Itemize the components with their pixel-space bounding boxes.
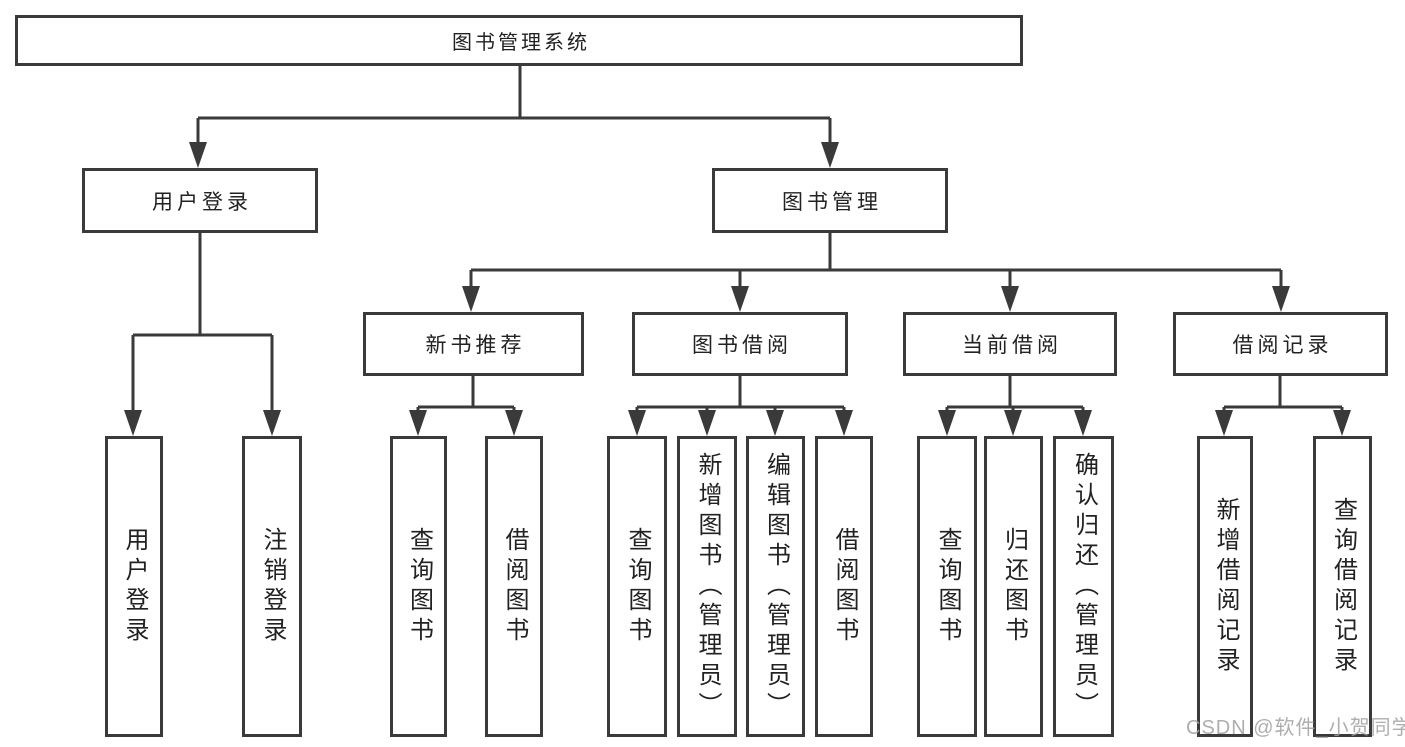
node-leaf-add-borrow-record: 新增借阅记录 bbox=[1197, 436, 1253, 737]
node-leaf-add-books-admin: 新增图书（管理员） bbox=[677, 436, 737, 737]
node-leaf-confirm-return-admin-label: 确认归还（管理员） bbox=[1070, 451, 1098, 722]
node-current-borrowing-label: 当前借阅 bbox=[962, 334, 1062, 357]
node-book-borrowing-label: 图书借阅 bbox=[692, 334, 792, 357]
node-library-system: 图书管理系统 bbox=[15, 15, 1023, 66]
node-leaf-query-books-2: 查询图书 bbox=[607, 436, 667, 737]
node-leaf-borrow-books-1-label: 借阅图书 bbox=[501, 526, 528, 647]
node-leaf-logout: 注销登录 bbox=[242, 436, 302, 737]
node-new-book-recommend-label: 新书推荐 bbox=[425, 334, 526, 357]
node-leaf-confirm-return-admin: 确认归还（管理员） bbox=[1053, 436, 1114, 737]
node-leaf-borrow-books-2-label: 借阅图书 bbox=[831, 526, 858, 647]
node-leaf-query-borrow-record-label: 查询借阅记录 bbox=[1329, 496, 1357, 677]
node-leaf-add-borrow-record-label: 新增借阅记录 bbox=[1212, 496, 1239, 677]
node-leaf-add-books-admin-label: 新增图书（管理员） bbox=[694, 451, 721, 722]
node-leaf-return-books: 归还图书 bbox=[984, 436, 1043, 737]
node-leaf-user-login-label: 用户登录 bbox=[121, 526, 148, 647]
node-leaf-user-login: 用户登录 bbox=[105, 436, 163, 737]
node-borrowing-records-label: 借阅记录 bbox=[1232, 334, 1333, 357]
node-new-book-recommend: 新书推荐 bbox=[363, 312, 584, 376]
node-leaf-query-books-1-label: 查询图书 bbox=[405, 526, 433, 647]
node-user-login: 用户登录 bbox=[82, 168, 318, 233]
node-leaf-borrow-books-2: 借阅图书 bbox=[815, 436, 873, 737]
node-leaf-query-books-3-label: 查询图书 bbox=[934, 526, 961, 647]
node-book-management-label: 图书管理 bbox=[782, 190, 882, 214]
node-library-system-label: 图书管理系统 bbox=[452, 32, 590, 54]
node-borrowing-records: 借阅记录 bbox=[1173, 312, 1388, 376]
node-leaf-edit-books-admin-label: 编辑图书（管理员） bbox=[762, 451, 790, 722]
node-leaf-logout-label: 注销登录 bbox=[259, 526, 286, 647]
csdn-watermark: CSDN @软件_小贺同学 bbox=[1186, 717, 1405, 739]
node-leaf-edit-books-admin: 编辑图书（管理员） bbox=[746, 436, 805, 737]
node-book-borrowing: 图书借阅 bbox=[632, 312, 848, 376]
node-leaf-query-borrow-record: 查询借阅记录 bbox=[1313, 436, 1372, 737]
node-leaf-query-books-1: 查询图书 bbox=[390, 436, 447, 737]
node-leaf-query-books-2-label: 查询图书 bbox=[624, 526, 651, 647]
node-leaf-query-books-3: 查询图书 bbox=[917, 436, 977, 737]
node-user-login-label: 用户登录 bbox=[152, 190, 252, 214]
node-leaf-return-books-label: 归还图书 bbox=[1000, 526, 1028, 647]
node-book-management: 图书管理 bbox=[712, 168, 948, 233]
arrowheads bbox=[124, 142, 1351, 436]
node-current-borrowing: 当前借阅 bbox=[903, 312, 1117, 376]
node-leaf-borrow-books-1: 借阅图书 bbox=[485, 436, 543, 737]
